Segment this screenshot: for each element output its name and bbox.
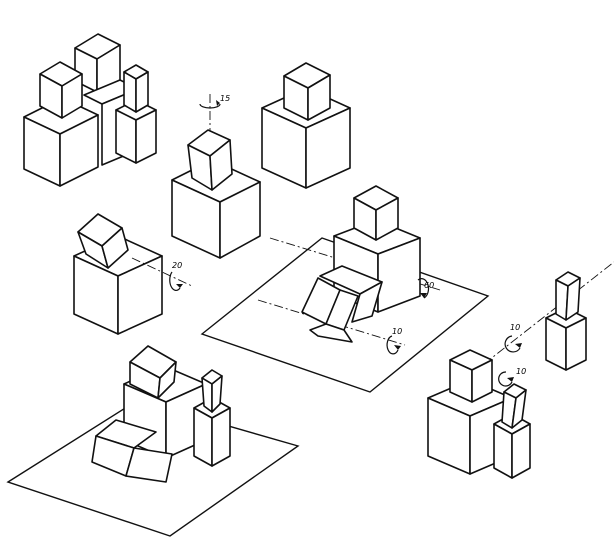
cluster-top-left — [23, 33, 157, 187]
rotation-label-r3: 60 — [424, 281, 434, 290]
cluster-right-pillar: 10 — [483, 261, 614, 371]
cluster-rotated-top: 15 — [171, 94, 261, 259]
cluster-left-tilt: 20 — [73, 213, 193, 335]
rotation-arrow-icon — [504, 335, 521, 353]
rotation-arrow-icon — [498, 371, 513, 387]
rotation-arrow-icon — [386, 335, 399, 355]
cluster-center-plate: 60 10 — [200, 185, 490, 393]
rotation-label-r1: 15 — [220, 94, 230, 103]
rotation-label-r5: 10 — [510, 323, 520, 332]
rotation-label-r4: 10 — [392, 327, 402, 336]
rotation-arrow-icon — [169, 271, 181, 292]
rotation-arrow-icon — [199, 103, 221, 109]
cluster-bottom-right: 10 — [427, 349, 531, 479]
cluster-bottom-plate — [6, 345, 300, 537]
cluster-top-right — [261, 62, 351, 189]
rotation-label-r6: 10 — [516, 367, 526, 376]
rotation-arrow-icon — [417, 278, 430, 299]
rotation-label-r2: 20 — [172, 261, 182, 270]
